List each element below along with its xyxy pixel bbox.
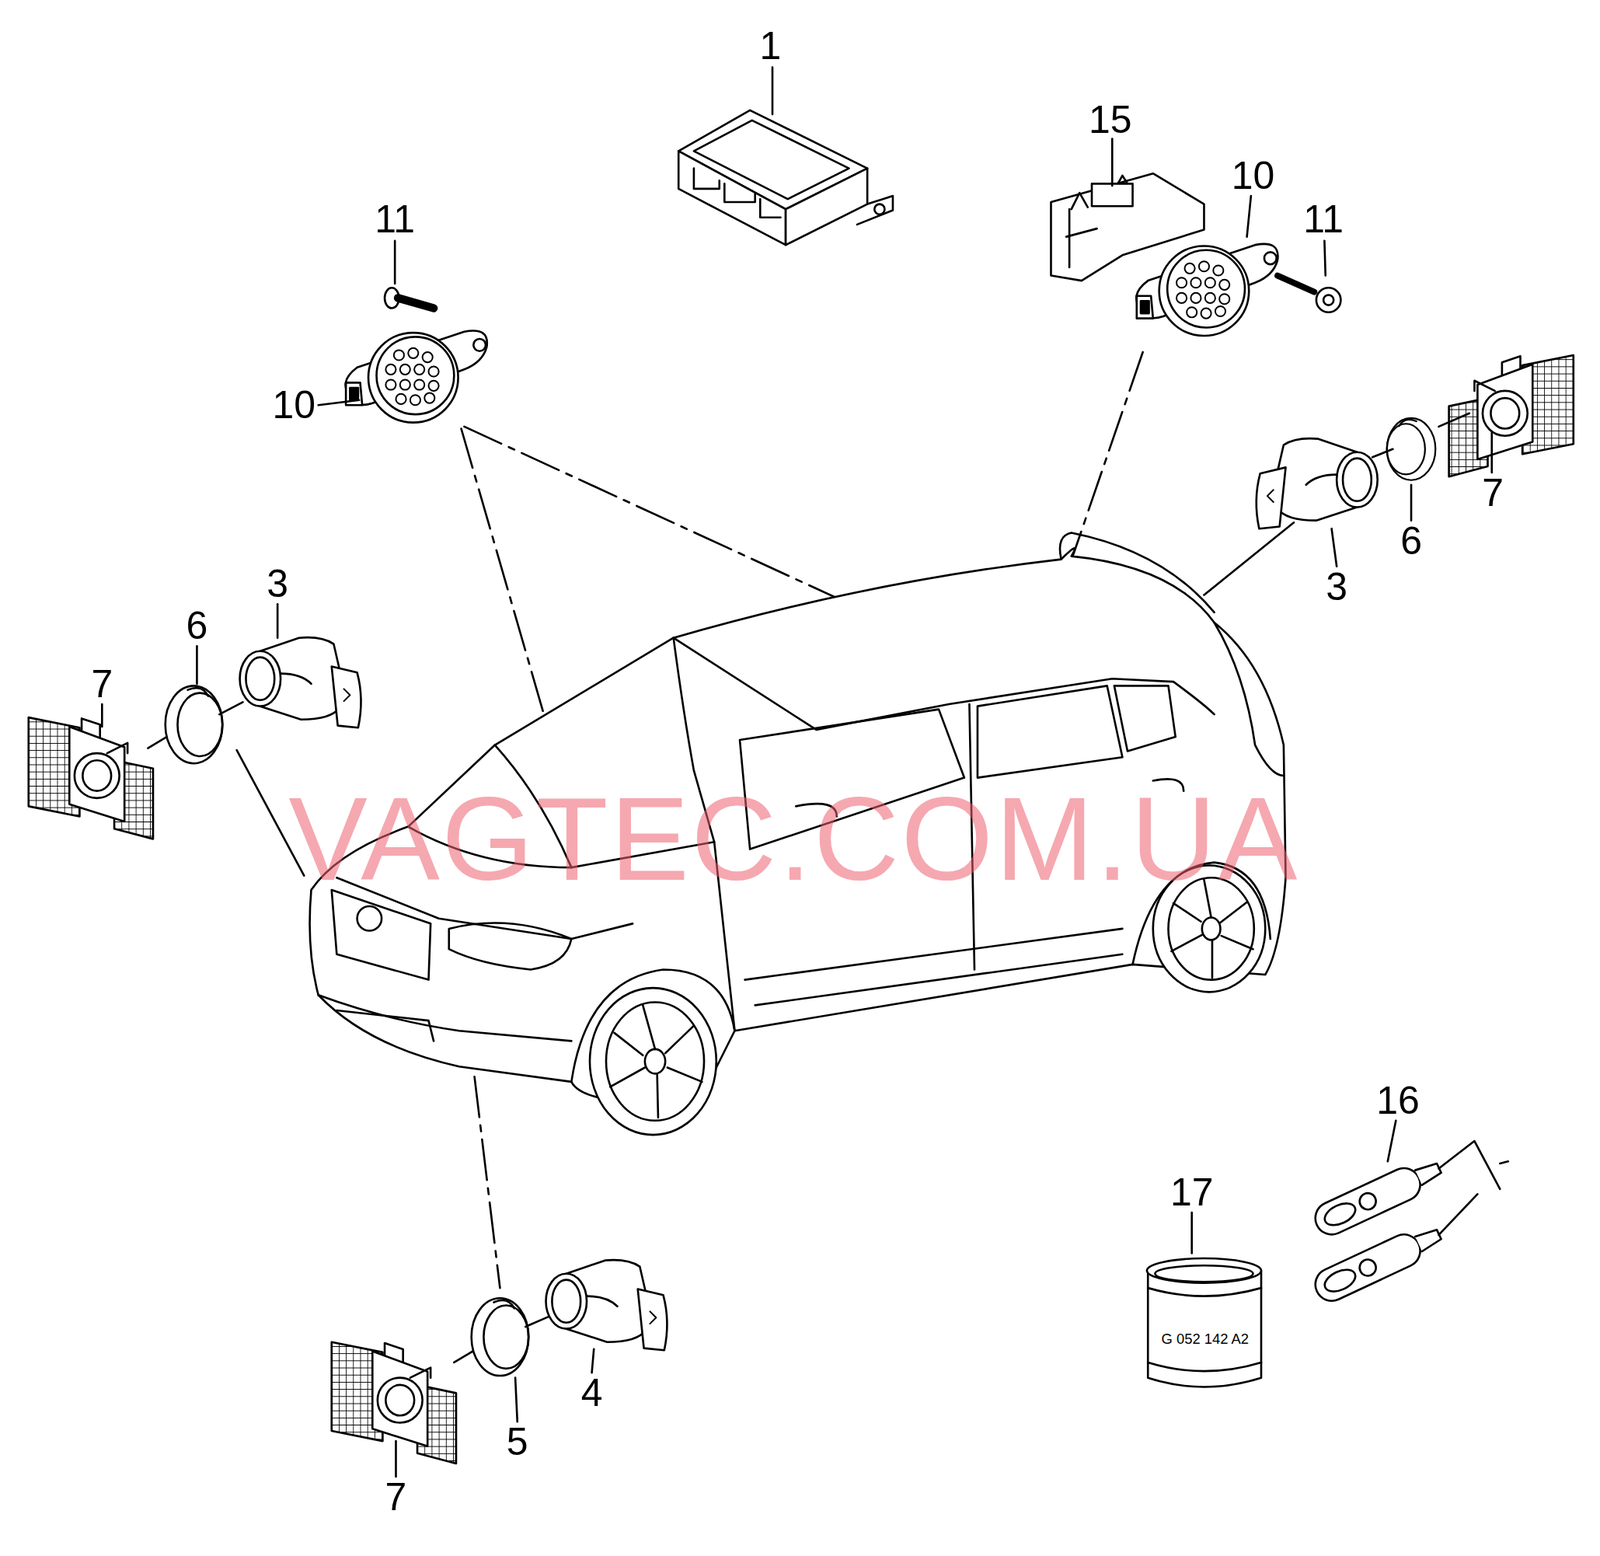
callout-number: 11 <box>374 199 415 239</box>
callout-number: 7 <box>1481 473 1504 513</box>
watermark: VAGTEC.COM.UA <box>288 779 1300 898</box>
callout-number: 6 <box>186 606 209 645</box>
callout-number: 6 <box>1400 521 1423 561</box>
callout-number: 16 <box>1376 1080 1420 1120</box>
callout-number: 7 <box>90 664 113 704</box>
callout-number: 17 <box>1170 1172 1214 1212</box>
callout-number: 3 <box>1325 567 1348 607</box>
callout-number: 7 <box>385 1477 408 1517</box>
callout-number: 11 <box>1303 199 1344 239</box>
callout-number: 10 <box>1231 156 1276 196</box>
callout-number: 10 <box>271 385 316 425</box>
callout-number: 1 <box>759 26 782 66</box>
callout-number: 3 <box>266 564 289 604</box>
callout-number: 4 <box>581 1373 604 1412</box>
part-marking: G 052 142 A2 <box>1161 1331 1249 1346</box>
callout-number: 15 <box>1088 100 1133 140</box>
callout-number: 5 <box>506 1422 529 1461</box>
